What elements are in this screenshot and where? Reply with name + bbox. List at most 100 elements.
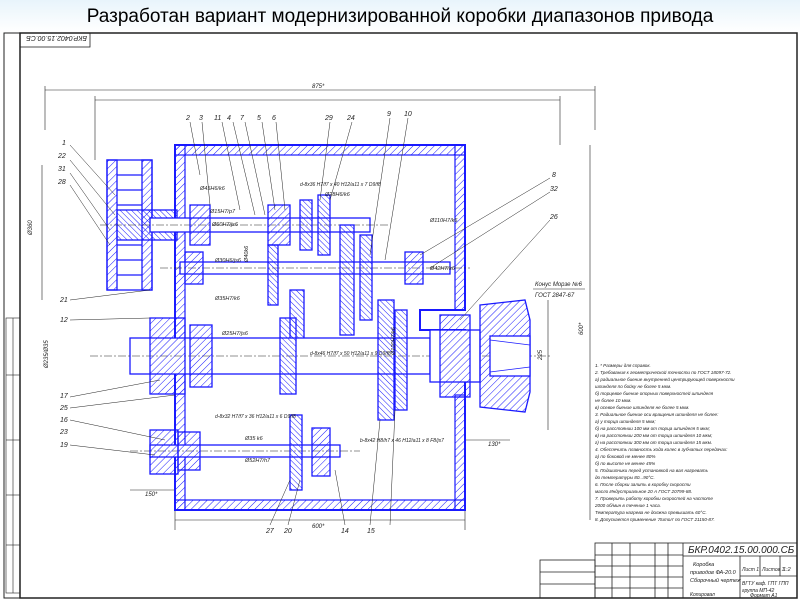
- svg-text:31: 31: [58, 166, 66, 173]
- spline-notes: d-8x36 H7/f7 x 40 H12/a11 x 7 D9/f8 d-8x…: [215, 182, 444, 444]
- svg-text:d-8x32 H7/f7 x 36 H12/a11 x 6: d-8x32 H7/f7 x 36 H12/a11 x 6 D9/f8: [215, 414, 296, 420]
- svg-text:Ø35 k6: Ø35 k6: [244, 436, 264, 442]
- dim-left-label: Ø360: [28, 220, 34, 236]
- svg-text:г) на расстоянии 300 мм от тор: г) на расстоянии 300 мм от торца шпиндел…: [595, 440, 712, 445]
- title-block-org-2: группа МП-42: [742, 588, 774, 594]
- title-block-name-2: приводов ФА-20.0: [690, 570, 737, 576]
- svg-text:Ø60H7/js6: Ø60H7/js6: [211, 222, 239, 228]
- dim-bottom-label: 600*: [312, 524, 325, 530]
- spindle: [90, 299, 550, 421]
- svg-text:32: 32: [550, 186, 558, 193]
- svg-text:10: 10: [404, 111, 412, 118]
- svg-text:Ø52H7/h7: Ø52H7/h7: [244, 458, 271, 464]
- slide-title: Разработан вариант модернизированной кор…: [86, 6, 714, 27]
- svg-text:15: 15: [367, 528, 375, 535]
- svg-text:1. * Размеры для справок.: 1. * Размеры для справок.: [595, 363, 651, 368]
- shaft-lower: [130, 414, 360, 491]
- svg-text:6: 6: [272, 115, 276, 122]
- svg-text:1: 1: [62, 140, 66, 147]
- svg-text:а) радиальное биение внутренне: а) радиальное биение внутренней центриру…: [595, 376, 735, 382]
- dim-overall-label: 875*: [312, 84, 325, 90]
- svg-text:22: 22: [57, 153, 66, 160]
- svg-text:7: 7: [240, 115, 245, 122]
- title-block-format: Формат A1: [750, 593, 778, 599]
- svg-text:27: 27: [265, 528, 275, 535]
- dim-right-mid-label: 225: [538, 349, 544, 361]
- stamp-code: БКР.0402.15.00.СБ: [26, 34, 87, 41]
- svg-text:масло Индустриальное 20 А ГОСТ: масло Индустриальное 20 А ГОСТ 20799-88.: [595, 489, 692, 494]
- svg-text:в) на расстоянии 200 мм от тор: в) на расстоянии 200 мм от торца шпиндел…: [595, 433, 713, 438]
- dim-right-label: 600*: [579, 322, 585, 335]
- fit-labels: Ø45H6/k6 Ø15H7/p7 Ø60H7/js6 Ø30H6/js6 Ø4…: [199, 186, 458, 464]
- svg-text:4: 4: [227, 115, 231, 122]
- dim-right: [547, 145, 591, 520]
- svg-text:28: 28: [57, 179, 66, 186]
- svg-text:Ø120H7/k6: Ø120H7/k6: [391, 326, 397, 356]
- svg-text:2. Требования к геометрической: 2. Требования к геометрической точности …: [594, 369, 731, 375]
- svg-text:Ø110H7/k6: Ø110H7/k6: [429, 218, 458, 224]
- svg-text:5. Подшипники перед установкой: 5. Подшипники перед установкой на вал на…: [595, 467, 709, 473]
- svg-text:а) по боковой не менее 80%: а) по боковой не менее 80%: [595, 453, 655, 459]
- svg-text:8: 8: [552, 172, 556, 179]
- cone-standard: ГОСТ 2847-67: [535, 293, 575, 299]
- svg-text:14: 14: [341, 528, 349, 535]
- dim-left-mid-label: Ø235/Ø35: [44, 340, 50, 369]
- svg-text:Ø15H7/p7: Ø15H7/p7: [209, 209, 236, 215]
- dim-bottom: [130, 439, 510, 530]
- svg-text:Ø30H6/js6: Ø30H6/js6: [214, 258, 242, 264]
- svg-text:Ø28H6/k6: Ø28H6/k6: [324, 192, 351, 198]
- svg-text:16: 16: [60, 417, 68, 424]
- svg-text:11: 11: [214, 115, 221, 122]
- svg-text:6. После сборки залить в короб: 6. После сборки залить в коробку скорост…: [595, 482, 691, 487]
- svg-text:23: 23: [59, 429, 68, 436]
- title-block-copied: Копировал: [690, 592, 715, 598]
- svg-text:3. Радиальное биение оси враще: 3. Радиальное биение оси вращения шпинде…: [595, 412, 719, 417]
- svg-text:d-8x36 H7/f7 x 40 H12/a11 x 7: d-8x36 H7/f7 x 40 H12/a11 x 7 D9/f8: [300, 182, 381, 188]
- svg-text:25: 25: [59, 405, 68, 412]
- svg-text:4. Обеспечить плавность хода к: 4. Обеспечить плавность хода колес в зуб…: [595, 447, 728, 452]
- svg-text:20: 20: [283, 528, 292, 535]
- title-block-sheet: Лист 1: [741, 567, 759, 573]
- svg-text:в) осевое биение шпинделя не б: в) осевое биение шпинделя не более 5 мкм…: [595, 405, 690, 410]
- svg-text:29: 29: [324, 115, 333, 122]
- svg-text:Ø35H7/k6: Ø35H7/k6: [214, 296, 241, 302]
- svg-text:не более 10 мкм.: не более 10 мкм.: [595, 398, 632, 403]
- title-block-designation: БКР.0402.15.00.000.СБ: [688, 545, 795, 556]
- svg-text:Ø40k6: Ø40k6: [244, 245, 250, 263]
- technical-requirements: 1. * Размеры для справок. 2. Требования …: [594, 363, 735, 522]
- svg-text:Ø42H7/k6: Ø42H7/k6: [429, 266, 456, 272]
- title-block-name-1: Коробка: [693, 562, 714, 568]
- svg-text:d-8x46 H7/f7 x 50 H12/a11 x 9: d-8x46 H7/f7 x 50 H12/a11 x 9 D9/f8: [310, 351, 391, 357]
- title-block: [539, 542, 798, 599]
- svg-text:Ø45H6/k6: Ø45H6/k6: [199, 186, 226, 192]
- svg-text:3: 3: [199, 115, 203, 122]
- svg-text:17: 17: [60, 393, 69, 400]
- title-block-name-3: Сборочный чертеж: [690, 577, 741, 584]
- svg-text:9: 9: [387, 111, 391, 118]
- svg-text:12: 12: [60, 317, 68, 324]
- title-block-org-1: ВГТУ каф. ГПТ ГПП: [742, 581, 789, 587]
- assembly-drawing: БКР.0402.15.00.СБ 875* Ø360 600* 225 600: [3, 32, 798, 599]
- svg-text:б) торцевое биение опорных пов: б) торцевое биение опорных поверхностей …: [595, 390, 714, 396]
- svg-text:26: 26: [549, 214, 558, 221]
- title-strip: [0, 0, 800, 32]
- leader-lines: [69, 117, 551, 526]
- leader-number-labels: 1 22 31 28 2 3 11 4 7 5 6 29 24 9 10 8 3…: [57, 111, 558, 535]
- title-block-sheets: Листов 1: [761, 567, 785, 573]
- stamp-box: [19, 32, 91, 48]
- svg-text:8. Допускается применение 'Лит: 8. Допускается применение 'Литол' по ГОС…: [595, 517, 715, 522]
- title-block-scale: 1:2: [783, 567, 791, 573]
- svg-text:Ø25H7/js6: Ø25H7/js6: [221, 331, 249, 337]
- svg-text:б) на расстоянии 100 мм от тор: б) на расстоянии 100 мм от торца шпиндел…: [595, 426, 711, 431]
- svg-text:21: 21: [59, 297, 68, 304]
- svg-text:2000 об/мин в течение 1 часа.: 2000 об/мин в течение 1 часа.: [594, 503, 661, 508]
- svg-text:Температура нагрева не должна: Температура нагрева не должна превышать …: [595, 510, 707, 515]
- svg-text:24: 24: [346, 115, 355, 122]
- svg-text:7. Проверить работу коробки ск: 7. Проверить работу коробки скоростей на…: [595, 495, 713, 501]
- shaft-input: [100, 194, 390, 256]
- svg-text:до температуры 80...90°C.: до температуры 80...90°C.: [595, 475, 655, 480]
- cone-label: Конус Морзе №6: [535, 281, 583, 288]
- dim-bottom-left-label: 150*: [145, 492, 158, 498]
- svg-text:2: 2: [185, 115, 190, 122]
- svg-text:а) у торца шпинделя 5 мкм;: а) у торца шпинделя 5 мкм;: [595, 419, 656, 424]
